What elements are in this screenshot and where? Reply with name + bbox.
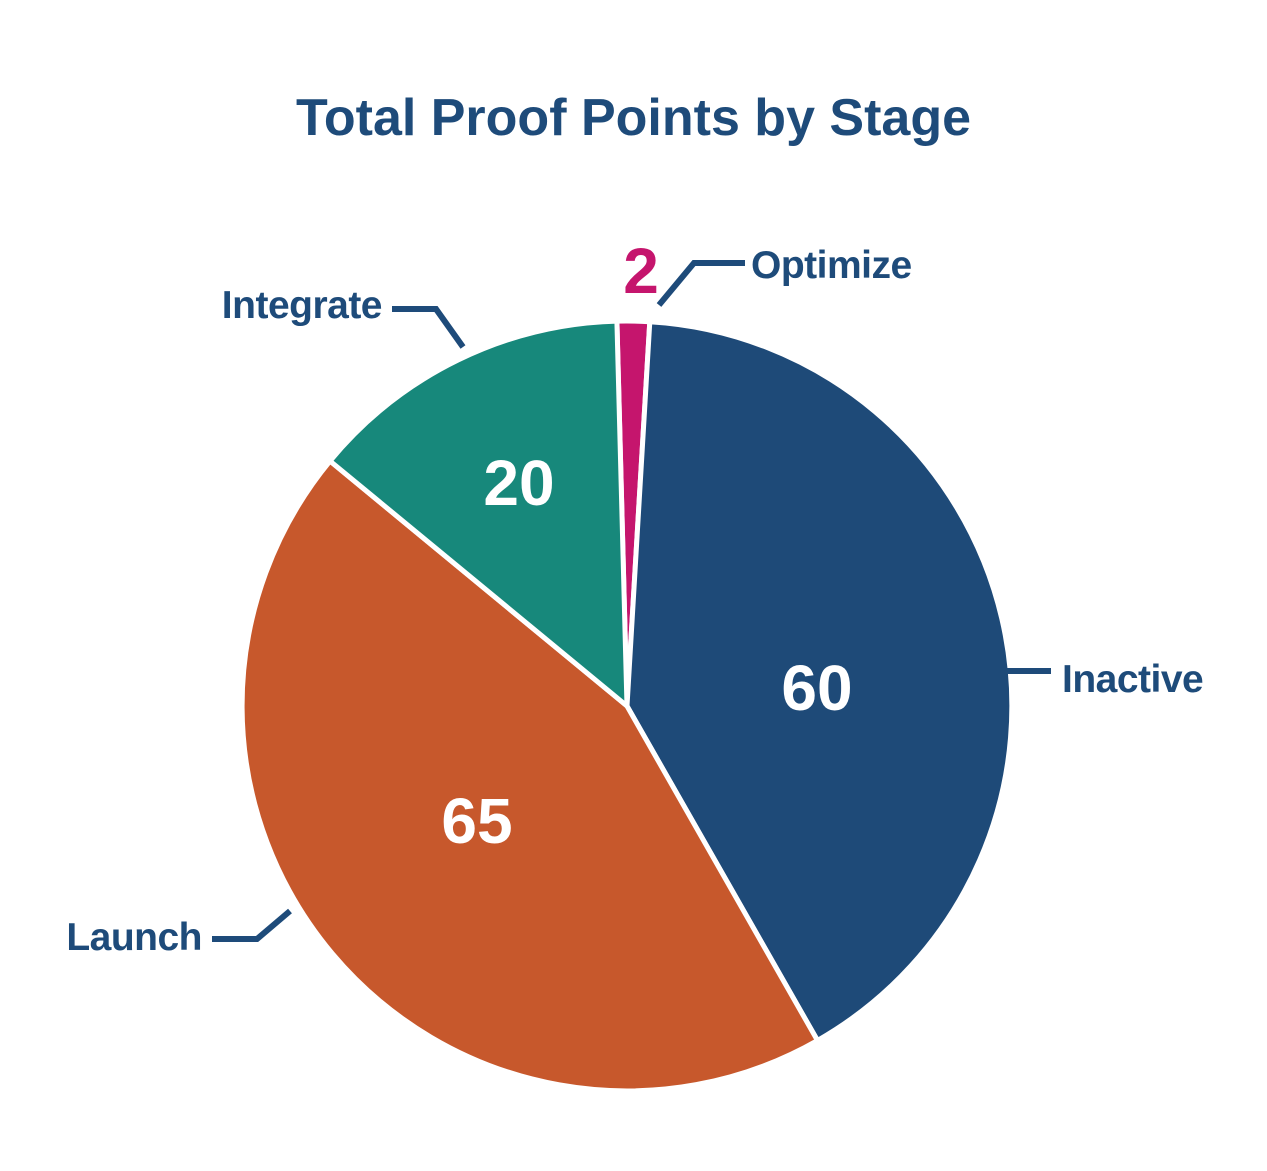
- value-label-inactive: 60: [781, 652, 852, 724]
- leader-lines-group: [212, 260, 1051, 942]
- leader-line-integrate: [392, 306, 466, 349]
- slice-label-inactive: Inactive: [1062, 658, 1203, 701]
- pie-slice-inactive: [624, 319, 1015, 1044]
- pie-slices-group: [239, 318, 1015, 1094]
- chart-title: Total Proof Points by Stage: [296, 89, 971, 147]
- pie-slice-integrate: [326, 318, 630, 712]
- value-label-launch: 65: [441, 785, 512, 857]
- slice-label-integrate: Integrate: [222, 284, 382, 327]
- value-label-optimize: 2: [623, 235, 659, 307]
- slice-label-launch: Launch: [66, 916, 202, 959]
- value-label-integrate: 20: [483, 447, 554, 519]
- leader-line-launch: [212, 908, 292, 942]
- slice-label-optimize: Optimize: [751, 244, 912, 287]
- leader-line-optimize: [656, 260, 745, 307]
- pie-slice-launch: [239, 457, 821, 1094]
